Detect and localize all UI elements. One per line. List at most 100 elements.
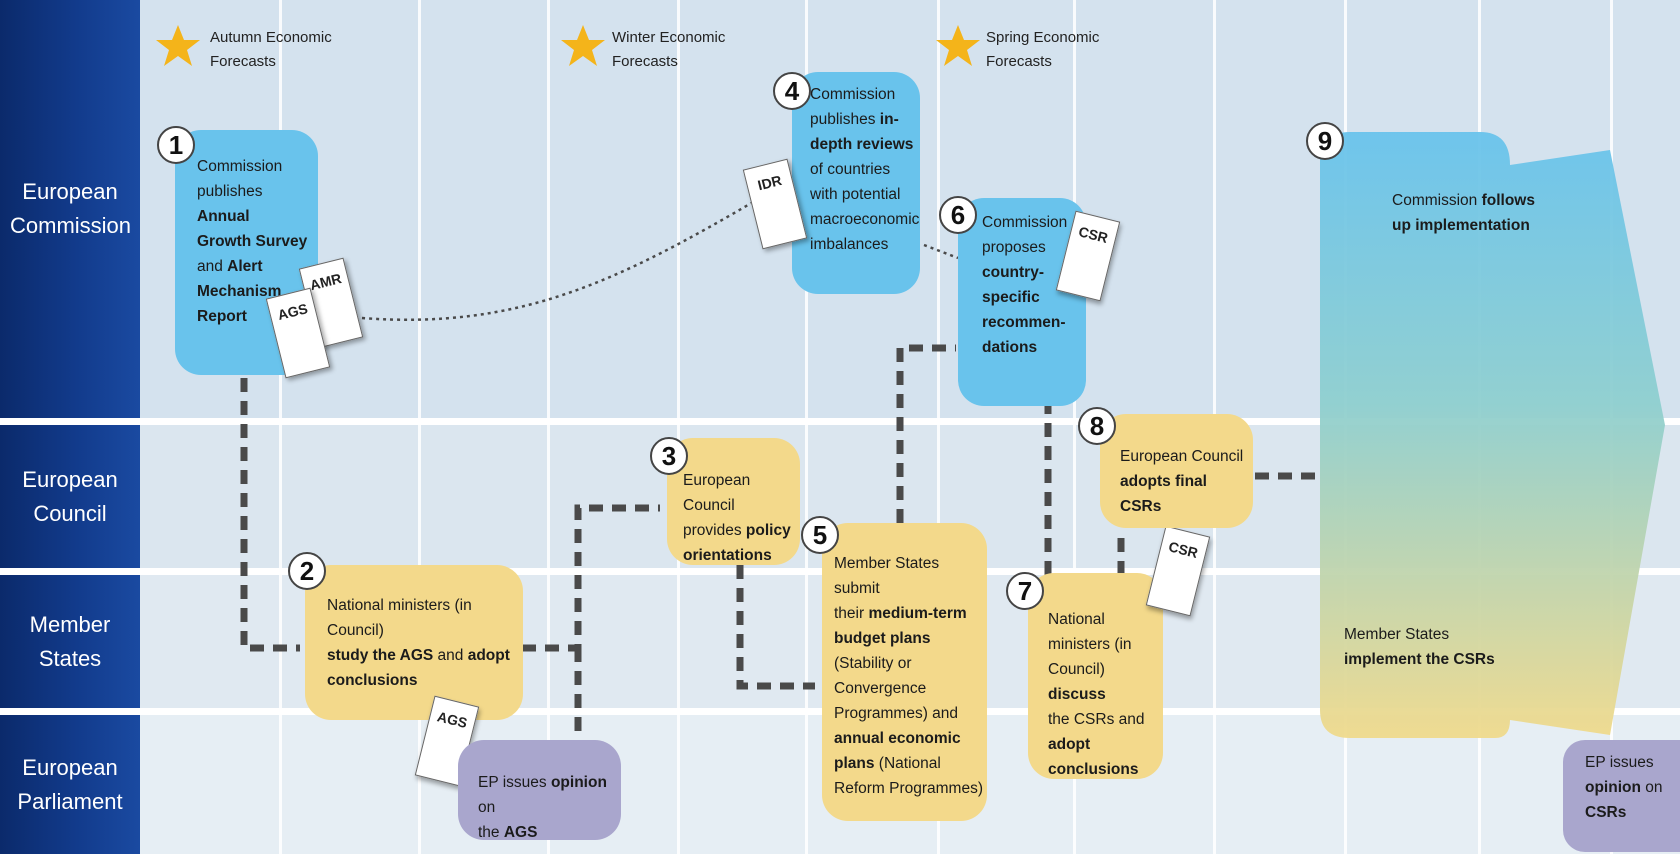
step-6-bold: country- xyxy=(982,264,1044,281)
step-3-bold: orientations xyxy=(683,547,772,564)
row-label-commission-text: European Commission xyxy=(10,179,132,238)
step-4-line: imbalances xyxy=(810,236,889,253)
step-8-line: European Council xyxy=(1120,448,1244,465)
step-5-bold: annual economic xyxy=(834,730,961,747)
ep-opinion-ags-text: EP issues opinion on the AGS xyxy=(478,770,620,845)
step-2-bold: study the AGS xyxy=(327,647,434,664)
step-7-bold: conclusions xyxy=(1048,761,1139,778)
grid-line xyxy=(279,0,282,854)
connector-amr-idr xyxy=(361,196,761,322)
grid-line xyxy=(937,0,940,854)
winter-forecast-label: Winter Economic Forecasts xyxy=(612,26,725,74)
row-label-parliament-text: European Parliament xyxy=(17,754,123,814)
step-7-line: Council) xyxy=(1048,661,1105,678)
step-7-text: National ministers (in Council) discuss … xyxy=(1048,607,1160,782)
step-1-line: publishes xyxy=(197,183,263,200)
step-5-bold: budget plans xyxy=(834,630,931,647)
autumn-forecast-label: Autumn Economic Forecasts xyxy=(210,26,332,74)
autumn-star-icon xyxy=(155,24,201,68)
winter-star-icon xyxy=(560,24,606,68)
step-2-bold: conclusions xyxy=(327,672,418,689)
step-2-number: 2 xyxy=(288,552,326,590)
arrow-shape xyxy=(1320,132,1665,738)
step-6-line: proposes xyxy=(982,239,1046,256)
row-label-council: European Council xyxy=(0,425,140,568)
step-8-number: 8 xyxy=(1078,407,1116,445)
step-3-line: provides xyxy=(683,522,746,539)
step-7-box: National ministers (in Council) discuss … xyxy=(1028,573,1163,779)
step-8-text: European Council adopts final CSRs xyxy=(1120,444,1252,519)
step-1-bold: Annual xyxy=(197,208,250,225)
step-3-text: European Council provides policy orienta… xyxy=(683,468,801,568)
step-1-number: 1 xyxy=(157,126,195,164)
step-1-bold: Alert xyxy=(227,258,263,275)
spring-forecast-line2: Forecasts xyxy=(986,53,1052,70)
ep-csrs-bold: CSRs xyxy=(1585,804,1627,821)
spring-forecast-line1: Spring Economic xyxy=(986,29,1100,46)
connector-2-3 xyxy=(522,504,660,652)
row-label-member-states-text: Member States xyxy=(29,611,111,671)
grid-line xyxy=(1073,0,1076,854)
step-9-line: Member States xyxy=(1344,626,1450,643)
step-9-member-states-text: Member States implement the CSRs xyxy=(1344,622,1544,672)
step-3-number: 3 xyxy=(650,437,688,475)
step-5-line: their xyxy=(834,605,869,622)
step-1-line: Commission xyxy=(197,158,283,175)
connector-1-2 xyxy=(240,378,300,652)
row-label-council-text: European Council xyxy=(22,466,118,526)
ep-ags-bold: AGS xyxy=(503,824,538,841)
step-4-line: of countries xyxy=(810,161,891,178)
ep-ags-line: the xyxy=(478,824,504,841)
ep-ags-line: on xyxy=(478,799,496,816)
grid-line xyxy=(547,0,550,854)
step-1-line: and xyxy=(197,258,228,275)
step-7-line: National xyxy=(1048,611,1105,628)
autumn-forecast-line1: Autumn Economic xyxy=(210,29,332,46)
step-5-line: (Stability or xyxy=(834,655,912,672)
ep-ags-line: EP issues xyxy=(478,774,551,791)
step-6-number: 6 xyxy=(939,196,977,234)
step-8-box: European Council adopts final CSRs xyxy=(1100,414,1253,528)
step-5-line: Member States submit xyxy=(834,555,940,597)
ep-csrs-line: on xyxy=(1640,779,1663,796)
step-6-box: Commission proposes country- specific re… xyxy=(958,198,1086,406)
step-4-bold: depth reviews xyxy=(810,136,914,153)
step-4-line: Commission xyxy=(810,86,896,103)
connector-5-6 xyxy=(896,344,956,523)
step-5-line: Programmes) and xyxy=(834,705,959,722)
step-4-line: publishes xyxy=(810,111,880,128)
step-7-bold: discuss xyxy=(1048,686,1106,703)
step-2-text: National ministers (in Council) study th… xyxy=(327,593,523,693)
step-4-number: 4 xyxy=(773,72,811,110)
step-8-bold: adopts final CSRs xyxy=(1120,473,1207,515)
step-2-box: National ministers (in Council) study th… xyxy=(305,565,523,720)
step-6-bold: specific xyxy=(982,289,1040,306)
step-9-number: 9 xyxy=(1306,122,1344,160)
step-2-line: and xyxy=(433,647,468,664)
step-7-number: 7 xyxy=(1006,572,1044,610)
step-5-bold: medium-term xyxy=(868,605,967,622)
connector-idr-6 xyxy=(923,243,959,260)
row-label-commission: European Commission xyxy=(0,0,140,418)
step-7-line: ministers (in xyxy=(1048,636,1132,653)
step-6-bold: recommen- xyxy=(982,314,1066,331)
row-label-parliament: European Parliament xyxy=(0,715,140,854)
step-6-bold: dations xyxy=(982,339,1038,356)
step-5-line: Convergence xyxy=(834,680,927,697)
step-4-line: macroeconomic xyxy=(810,211,920,228)
step-5-number: 5 xyxy=(801,516,839,554)
step-9-bold: up implementation xyxy=(1392,217,1530,234)
step-6-line: Commission xyxy=(982,214,1068,231)
ep-opinion-csrs-text: EP issues opinion on CSRs xyxy=(1585,750,1680,825)
grid-line xyxy=(677,0,680,854)
step-7-bold: adopt xyxy=(1048,736,1091,753)
winter-forecast-line1: Winter Economic xyxy=(612,29,726,46)
step-3-bold: policy xyxy=(745,522,791,539)
step-5-line: Reform Programmes) xyxy=(834,780,983,797)
ep-csrs-bold: opinion xyxy=(1585,779,1641,796)
autumn-forecast-line2: Forecasts xyxy=(210,53,276,70)
step-7-line: the CSRs and xyxy=(1048,711,1145,728)
